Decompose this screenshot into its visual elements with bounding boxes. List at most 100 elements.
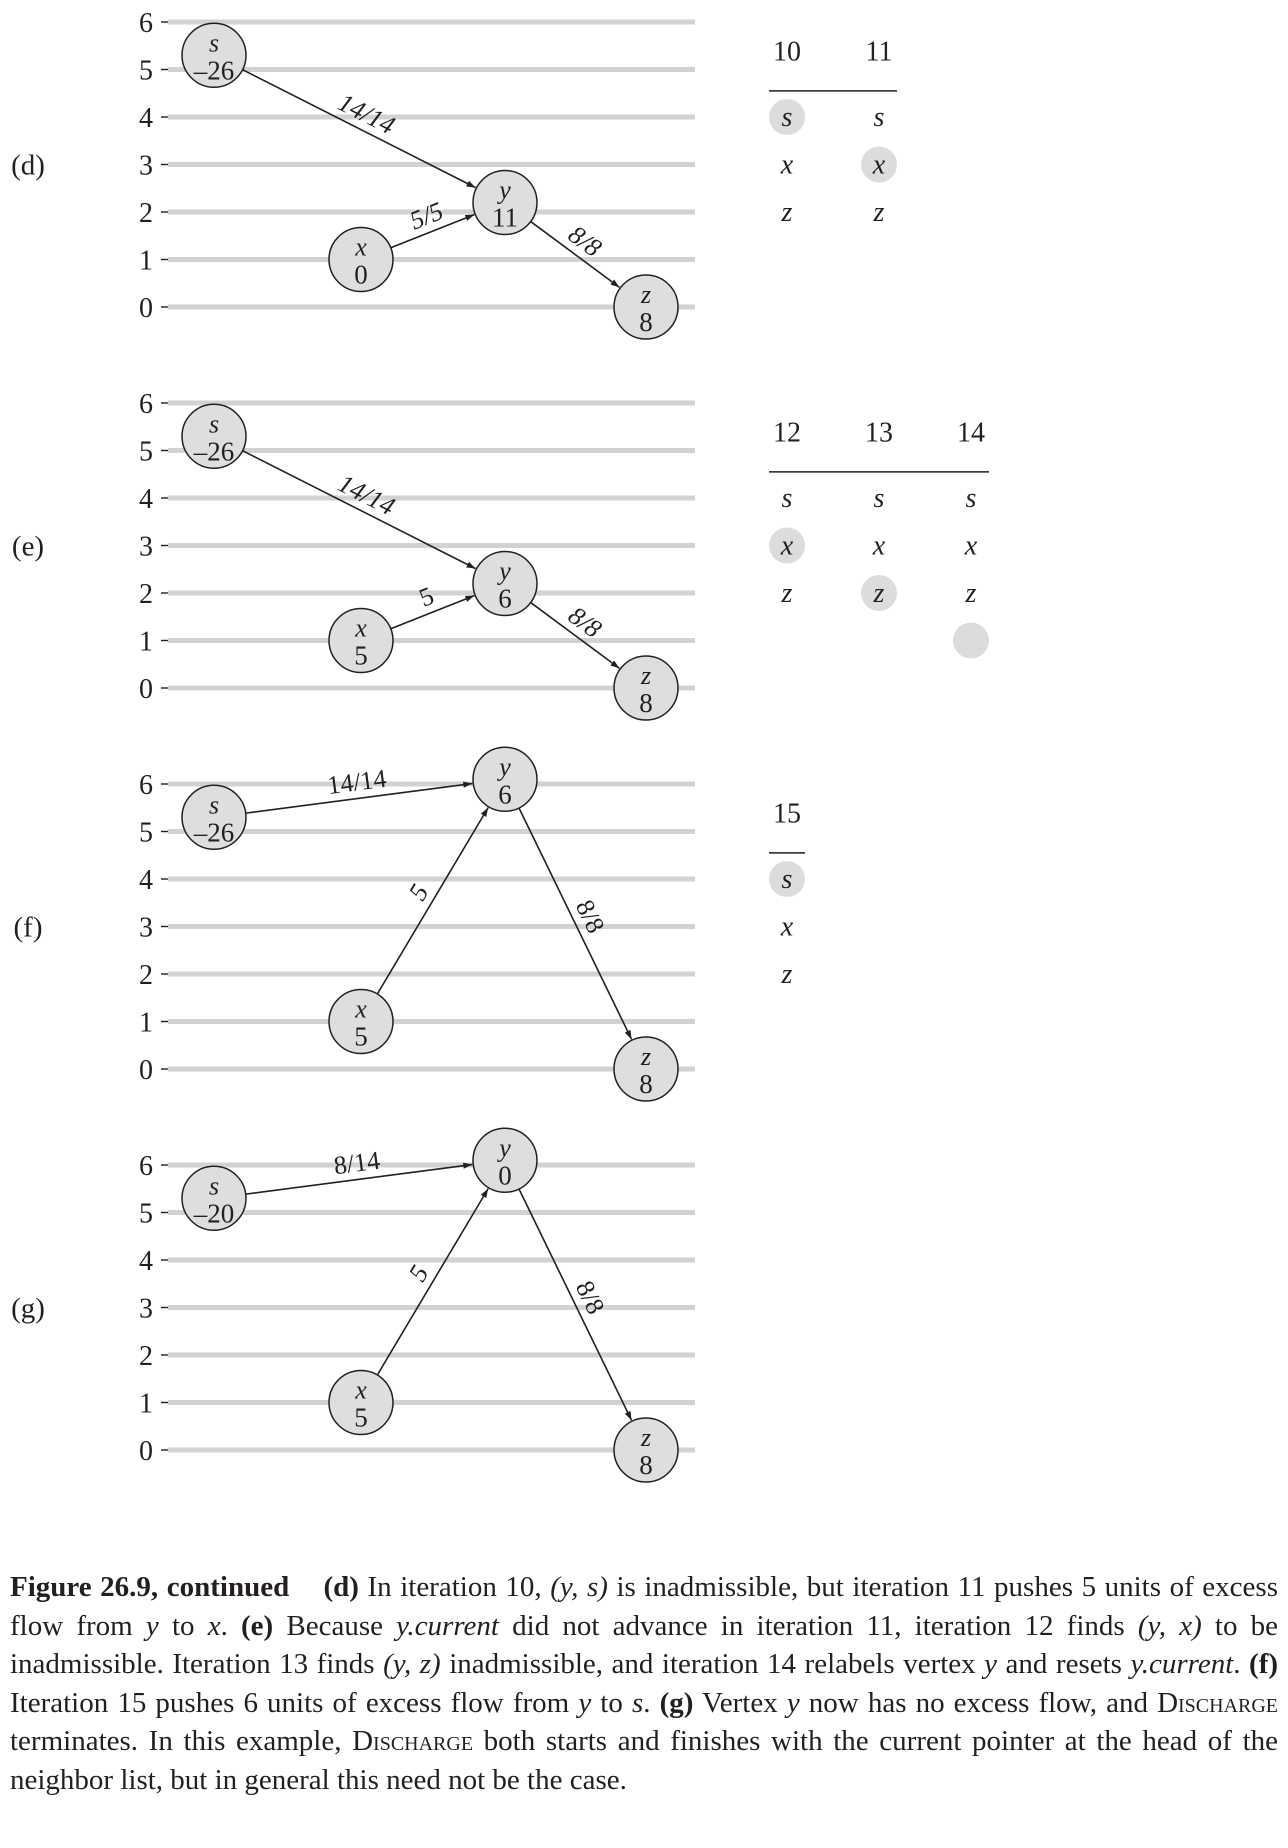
vertex-excess: –26 — [193, 436, 235, 466]
edge-capacity-label: 8/8 — [570, 895, 611, 938]
caption-math: y — [984, 1648, 998, 1680]
vertex-s: s–26 — [181, 22, 247, 88]
vertex-circle — [181, 784, 247, 850]
caption-procedure: Discharge — [1157, 1686, 1279, 1719]
vertex-y: y6 — [472, 550, 538, 617]
vertex-circle — [472, 550, 538, 617]
figure-panels: (d)012345614/145/58/8s–26x0y11z810sxz11s… — [11, 8, 989, 1483]
vertex-name: y — [496, 176, 511, 205]
height-label: 3 — [139, 532, 153, 563]
vertex-name: z — [640, 1423, 651, 1452]
panel-label: (e) — [12, 531, 44, 563]
vertex-circle — [613, 655, 679, 721]
caption-math: s — [631, 1686, 644, 1719]
neighbor-list-item: s — [874, 102, 885, 133]
vertex-y: y0 — [472, 1127, 538, 1193]
height-label: 1 — [139, 1389, 153, 1420]
vertex-x: x0 — [328, 226, 394, 293]
edge-arrow — [242, 68, 476, 189]
vertex-excess: 8 — [639, 307, 653, 337]
caption-text: . — [220, 1609, 241, 1642]
height-label: 1 — [139, 246, 153, 277]
vertex-x: x5 — [328, 607, 394, 674]
neighbor-list-item: z — [781, 578, 793, 609]
vertex-excess: 0 — [498, 1160, 512, 1190]
vertex-name: x — [354, 233, 367, 262]
edge-arrow — [242, 449, 476, 570]
edge-capacity-label: 14/14 — [326, 764, 388, 800]
panel-e: (e)012345614/1458/8s–26x5y6z812sxz13sxz1… — [12, 389, 989, 721]
height-label: 4 — [139, 1246, 153, 1277]
caption-text: . — [643, 1686, 660, 1719]
current-pointer-highlight — [769, 861, 805, 897]
edge-capacity-label: 8/14 — [332, 1146, 382, 1181]
vertex-name: z — [640, 1042, 651, 1071]
vertex-name: s — [209, 790, 219, 819]
caption-text: terminates. In this example, — [10, 1725, 353, 1757]
iteration-number: 15 — [773, 799, 801, 830]
vertex-z: z8 — [613, 1036, 679, 1102]
edge-arrow — [530, 601, 620, 669]
vertex-circle — [472, 746, 538, 812]
edge-capacity-label: 5 — [415, 581, 438, 613]
vertex-excess: –26 — [193, 817, 235, 847]
caption-text: both starts and finishes with the curren… — [10, 1725, 1278, 1796]
caption-math: y — [145, 1609, 159, 1642]
neighbor-list-item: s — [966, 483, 977, 514]
vertex-excess: –20 — [193, 1198, 235, 1228]
vertex-circle — [181, 1165, 247, 1231]
neighbor-list-item: x — [780, 912, 794, 943]
height-label: 0 — [139, 674, 153, 705]
vertex-name: x — [354, 995, 367, 1024]
edge-capacity-label: 8/8 — [563, 601, 607, 644]
edge-arrow — [376, 1188, 489, 1376]
panel-d: (d)012345614/145/58/8s–26x0y11z810sxz11s… — [11, 8, 897, 340]
height-label: 4 — [139, 103, 153, 134]
vertex-name: s — [209, 1171, 219, 1200]
height-label: 0 — [139, 1055, 153, 1086]
current-pointer-highlight — [769, 527, 805, 564]
vertex-name: x — [354, 614, 367, 643]
edge-arrow — [376, 807, 489, 995]
height-label: 4 — [139, 865, 153, 896]
edge-arrow — [390, 213, 475, 249]
vertex-circle — [328, 226, 394, 293]
edge-arrow — [530, 220, 620, 288]
edge-arrow — [518, 807, 633, 1040]
vertex-excess: 6 — [498, 779, 512, 809]
neighbor-list-item: z — [965, 578, 977, 609]
edge-arrow — [245, 781, 473, 814]
edge-capacity-label: 5 — [403, 1260, 435, 1286]
vertex-excess: 11 — [492, 203, 518, 233]
height-label: 1 — [139, 1008, 153, 1039]
height-label: 2 — [139, 960, 153, 991]
height-label: 2 — [139, 198, 153, 229]
caption-text: Vertex — [693, 1686, 787, 1719]
neighbor-list-item: x — [780, 531, 794, 562]
vertex-name: y — [496, 1133, 511, 1162]
panel-label: (f) — [14, 912, 43, 944]
vertex-circle — [181, 403, 247, 469]
vertex-name: s — [209, 28, 219, 57]
neighbor-list-item: z — [873, 578, 885, 609]
current-pointer-highlight — [861, 575, 897, 611]
height-label: 2 — [139, 579, 153, 610]
edge-capacity-label: 5 — [403, 879, 435, 905]
caption-procedure: Discharge — [352, 1725, 474, 1757]
edge-capacity-label: 5/5 — [406, 196, 448, 235]
current-pointer-highlight — [769, 99, 805, 135]
caption-tag-d: (d) — [323, 1571, 359, 1603]
vertex-s: s–20 — [181, 1165, 247, 1231]
vertex-excess: 0 — [354, 260, 368, 290]
caption-tag-e: (e) — [241, 1609, 274, 1642]
neighbor-list-item: x — [872, 150, 886, 181]
caption-math: y — [786, 1686, 800, 1719]
caption-math: (y, x) — [1137, 1609, 1202, 1642]
vertex-circle — [613, 1417, 679, 1483]
neighbor-list-item: s — [874, 483, 885, 514]
vertex-name: y — [496, 557, 511, 586]
figure-caption: Figure 26.9, continued (d) In iteration … — [10, 1568, 1278, 1799]
edge-capacity-label: 8/8 — [570, 1276, 611, 1319]
caption-text: . — [1233, 1648, 1250, 1680]
